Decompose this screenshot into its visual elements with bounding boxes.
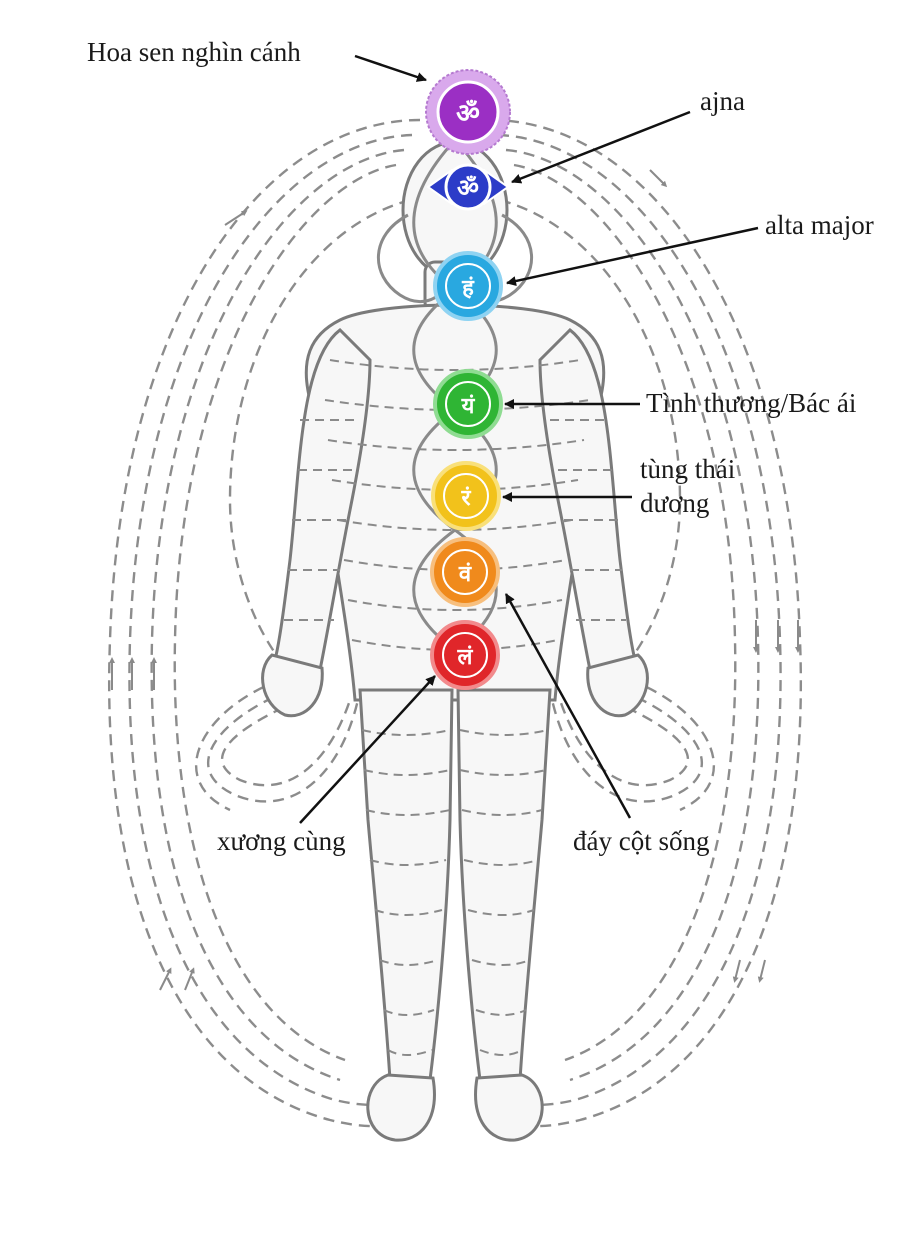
chakra-root: लं [430,620,500,690]
throat-glyph: हं [461,276,475,301]
solar-plexus-glyph: रं [461,486,472,511]
chakra-crown: ॐ [425,69,511,155]
chakra-solar-plexus: रं [431,461,501,531]
flow-arrows [109,169,801,991]
chakra-sacral: वं [430,537,500,607]
arrow-crown [354,54,427,82]
label-alta-major: alta major [765,210,874,240]
label-sacral: xương cùng [217,826,346,856]
ajna-glyph: ॐ [457,174,479,202]
heart-glyph: यं [461,394,476,419]
label-base: đáy cột sống [573,826,710,856]
chakra-throat: हं [433,251,503,321]
label-crown: Hoa sen nghìn cánh [87,37,301,67]
arrow-alta-major [506,226,759,286]
arrow-sacral [299,675,436,824]
label-solar-plexus-line2: dương [640,488,710,518]
root-glyph: लं [457,645,474,670]
sacral-glyph: वं [458,562,472,587]
crown-glyph: ॐ [456,99,480,129]
chakra-ajna: ॐ [426,163,510,211]
arrow-base [504,593,632,819]
pointer-arrows [299,54,759,824]
label-ajna: ajna [700,86,745,116]
energy-field [108,118,802,1128]
label-solar-plexus-line1: tùng thái [640,454,736,484]
label-heart: Tình thương/Bác ái [646,388,857,418]
arrow-ajna [511,110,691,184]
chakra-heart: यं [433,369,503,439]
